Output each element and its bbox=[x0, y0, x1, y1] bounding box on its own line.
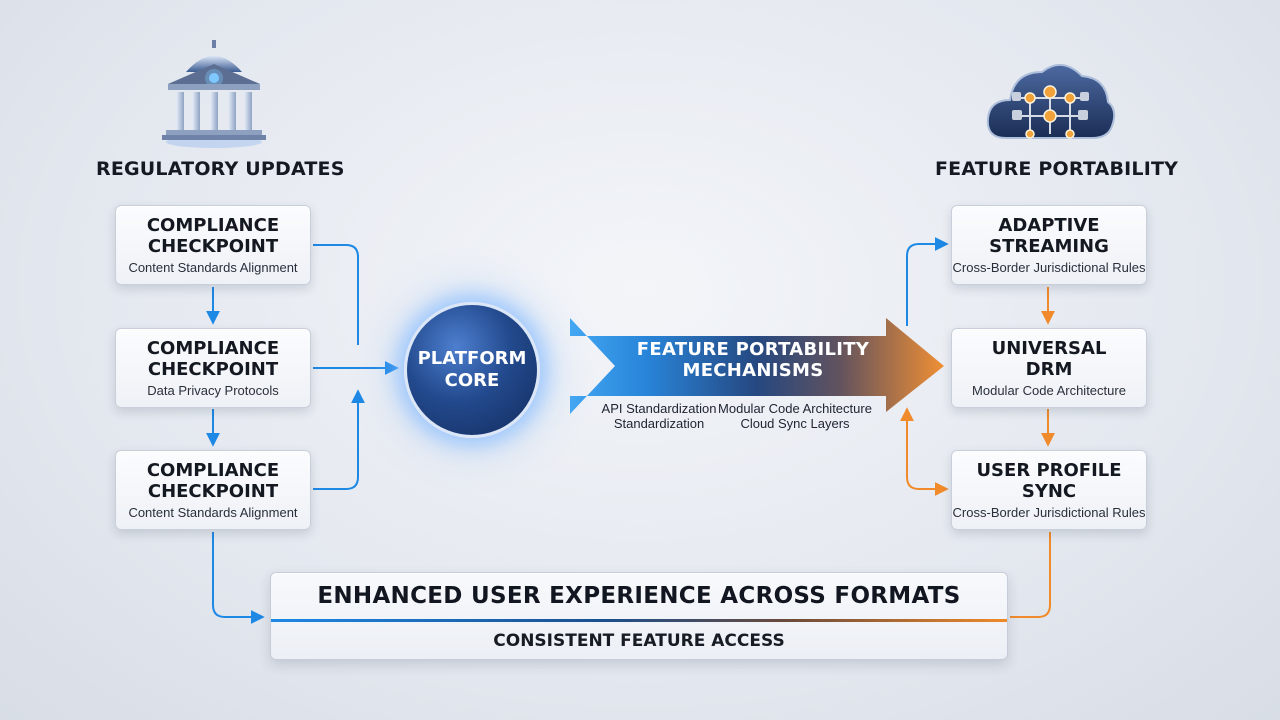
mechanism-item-modular: Modular Code Architecture Cloud Sync Lay… bbox=[718, 401, 872, 431]
card-title-line2: CHECKPOINT bbox=[147, 481, 279, 502]
mechanism-item-line1: Modular Code Architecture bbox=[718, 401, 872, 416]
core-label-line2: CORE bbox=[444, 370, 500, 391]
compliance-checkpoint-card-3[interactable]: COMPLIANCE CHECKPOINT Content Standards … bbox=[115, 450, 311, 530]
arrow-checkpoint-1-to-core bbox=[313, 244, 359, 345]
outcome-title: ENHANCED USER EXPERIENCE ACROSS FORMATS bbox=[317, 583, 961, 609]
mechanisms-label-line2: MECHANISMS bbox=[682, 360, 824, 381]
government-building-icon bbox=[162, 40, 266, 148]
card-subtitle: Content Standards Alignment bbox=[128, 260, 298, 275]
arrow-to-adaptive-streaming bbox=[906, 237, 949, 326]
card-subtitle: Data Privacy Protocols bbox=[147, 383, 279, 398]
mechanism-item-line1: API Standardization bbox=[601, 401, 717, 416]
card-title-line1: USER PROFILE bbox=[976, 460, 1122, 481]
card-title-line2: STREAMING bbox=[989, 236, 1109, 257]
user-profile-sync-card[interactable]: USER PROFILE SYNC Cross-Border Jurisdict… bbox=[951, 450, 1147, 530]
card-title-line2: SYNC bbox=[1021, 481, 1077, 502]
card-title-line2: DRM bbox=[1025, 359, 1073, 380]
card-title-line1: ADAPTIVE bbox=[998, 215, 1100, 236]
adaptive-streaming-card[interactable]: ADAPTIVE STREAMING Cross-Border Jurisdic… bbox=[951, 205, 1147, 285]
card-subtitle: Content Standards Alignment bbox=[128, 505, 298, 520]
mechanism-item-line2: Standardization bbox=[613, 416, 705, 431]
outcome-gradient-bar bbox=[271, 619, 1007, 622]
mechanisms-arrow-label: FEATURE PORTABILITY MECHANISMS bbox=[612, 339, 894, 381]
platform-core-node[interactable]: PLATFORM CORE bbox=[404, 302, 540, 438]
card-title-line2: CHECKPOINT bbox=[147, 359, 279, 380]
core-label-line1: PLATFORM bbox=[417, 348, 527, 369]
card-title-line1: COMPLIANCE bbox=[146, 215, 280, 236]
arrow-to-profile-sync bbox=[906, 410, 949, 496]
card-title-line1: COMPLIANCE bbox=[146, 460, 280, 481]
regulatory-updates-heading: REGULATORY UPDATES bbox=[96, 158, 345, 180]
card-subtitle: Cross-Border Jurisdictional Rules bbox=[952, 505, 1146, 520]
enhanced-user-experience-box[interactable]: ENHANCED USER EXPERIENCE ACROSS FORMATS … bbox=[270, 572, 1008, 660]
card-title-line2: CHECKPOINT bbox=[147, 236, 279, 257]
feature-portability-heading: FEATURE PORTABILITY bbox=[935, 158, 1179, 180]
card-subtitle: Cross-Border Jurisdictional Rules bbox=[952, 260, 1146, 275]
arrow-checkpoint-3-to-outcome bbox=[212, 532, 265, 624]
card-subtitle: Modular Code Architecture bbox=[972, 383, 1126, 398]
mechanisms-label-line1: FEATURE PORTABILITY bbox=[636, 339, 870, 360]
card-title-line1: UNIVERSAL bbox=[991, 338, 1107, 359]
arrow-profile-sync-to-outcome bbox=[1010, 532, 1051, 618]
cloud-network-icon bbox=[986, 64, 1116, 139]
card-title-line1: COMPLIANCE bbox=[146, 338, 280, 359]
mechanism-item-api: API Standardization Standardization bbox=[598, 401, 720, 431]
compliance-checkpoint-card-1[interactable]: COMPLIANCE CHECKPOINT Content Standards … bbox=[115, 205, 311, 285]
platform-core-label: PLATFORM CORE bbox=[417, 348, 527, 392]
universal-drm-card[interactable]: UNIVERSAL DRM Modular Code Architecture bbox=[951, 328, 1147, 408]
feature-portability-arrow bbox=[570, 318, 944, 414]
arrow-checkpoint-3-to-core bbox=[313, 389, 365, 490]
mechanism-item-line2: Cloud Sync Layers bbox=[740, 416, 850, 431]
compliance-checkpoint-card-2[interactable]: COMPLIANCE CHECKPOINT Data Privacy Proto… bbox=[115, 328, 311, 408]
outcome-subtitle: CONSISTENT FEATURE ACCESS bbox=[493, 631, 785, 651]
